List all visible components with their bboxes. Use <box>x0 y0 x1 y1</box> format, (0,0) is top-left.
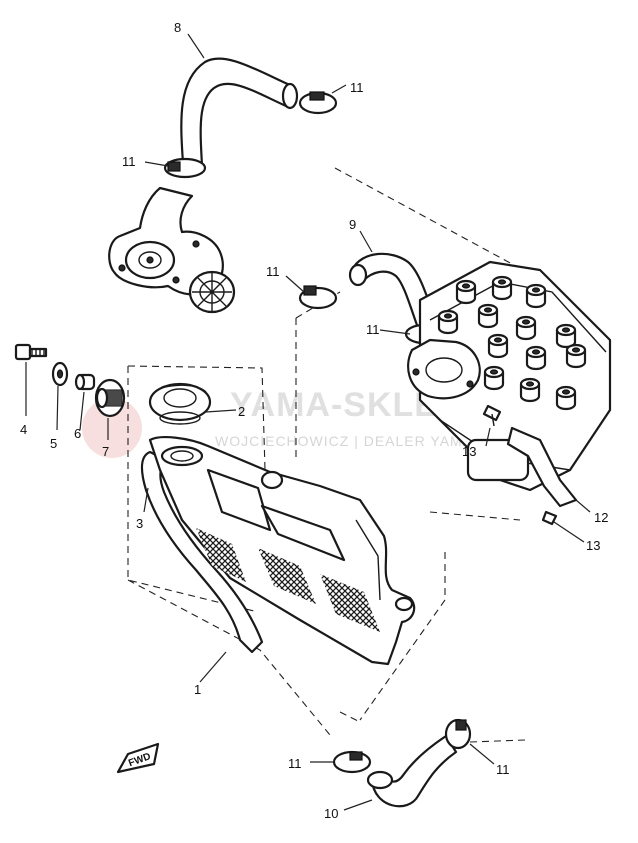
head-bolt-boss <box>483 365 505 391</box>
head-bolt-boss <box>525 283 547 309</box>
callout-11-mid: 11 <box>266 264 280 279</box>
overflow-tube <box>140 450 264 654</box>
hose-clamp-lower-right <box>444 718 472 750</box>
head-bolt-boss <box>555 323 577 349</box>
callout-labels: 8 11 11 9 11 11 4 5 6 7 2 3 1 13 12 13 1… <box>20 20 608 821</box>
mount-washer <box>51 361 69 387</box>
callout-11-head: 11 <box>366 322 380 337</box>
head-bolt-boss <box>555 385 577 411</box>
head-bolt-boss <box>437 309 459 335</box>
bolt-head-fitting <box>482 404 502 427</box>
head-bolt-boss <box>519 377 541 403</box>
callout-9: 9 <box>349 217 356 232</box>
head-bolt-boss <box>487 333 509 359</box>
head-bolt-boss <box>491 275 513 301</box>
callout-2: 2 <box>238 404 245 419</box>
callout-13-bracket: 13 <box>586 538 600 553</box>
radiator <box>148 436 416 666</box>
callout-11-pump: 11 <box>122 154 136 169</box>
callout-7: 7 <box>102 444 109 459</box>
head-bolt-boss <box>525 345 547 371</box>
callout-12: 12 <box>594 510 608 525</box>
callout-5: 5 <box>50 436 57 451</box>
mount-bolt <box>14 343 48 361</box>
assembly-guide-lines <box>127 167 561 743</box>
upper-pump-hose <box>180 57 299 167</box>
head-bolt-boss <box>515 315 537 341</box>
callout-11-lower-right: 11 <box>496 762 510 777</box>
hose-clamp-lower-left <box>332 750 372 774</box>
callout-1: 1 <box>194 682 201 697</box>
forward-direction-badge: FWD <box>116 742 160 774</box>
callout-11-lower-left: 11 <box>288 756 302 771</box>
callout-4: 4 <box>20 422 27 437</box>
head-bolt-boss <box>565 343 587 369</box>
hose-clamp-top-right <box>298 91 338 115</box>
callout-11-top: 11 <box>350 80 364 95</box>
callout-6: 6 <box>74 426 81 441</box>
radiator-cap <box>148 382 212 425</box>
watermark-sub-text: WOJCIECHOWICZ | DEALER YAMAHA <box>215 433 494 449</box>
callout-13-head: 13 <box>462 444 476 459</box>
callout-10: 10 <box>324 806 338 821</box>
mount-collar <box>74 373 96 391</box>
mount-grommet <box>94 378 126 418</box>
callout-8: 8 <box>174 20 181 35</box>
hose-clamp-pump <box>163 157 207 179</box>
head-bolt-boss <box>455 279 477 305</box>
head-bolt-group <box>437 275 587 411</box>
callout-3: 3 <box>136 516 143 531</box>
thermostat-housing <box>407 338 481 400</box>
callout-leader-lines <box>25 33 591 811</box>
watermark-logo-icon <box>82 398 142 458</box>
lower-radiator-hose <box>366 734 458 808</box>
water-pump-assembly <box>108 186 236 314</box>
bolt-radiator-bracket <box>541 510 558 526</box>
hose-clamp-left-mid <box>298 285 338 310</box>
cylinder-head <box>418 260 612 508</box>
head-bolt-boss <box>477 303 499 329</box>
